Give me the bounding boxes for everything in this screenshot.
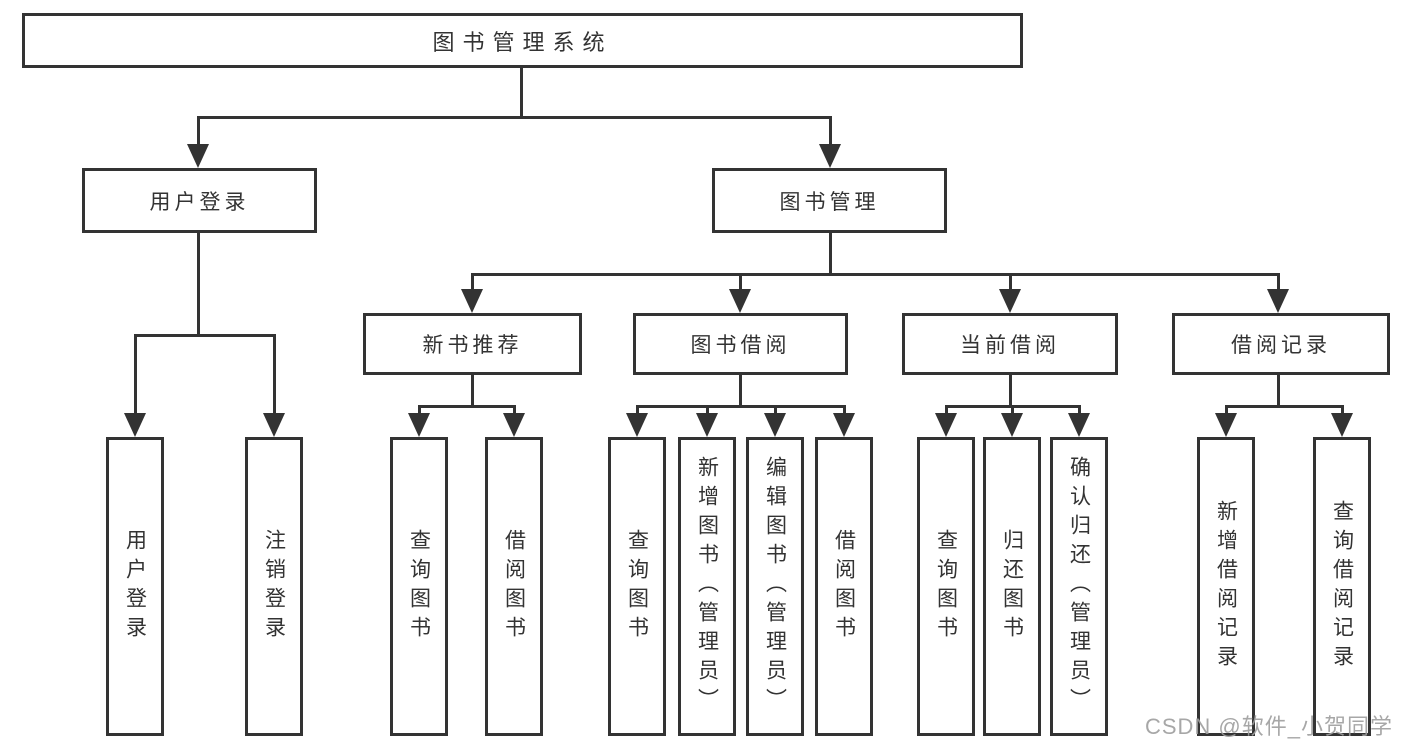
node-user-login: 用户登录 bbox=[82, 168, 317, 233]
connector-line bbox=[739, 373, 742, 408]
connector-line bbox=[513, 405, 516, 419]
arrow-down-icon bbox=[503, 413, 525, 437]
arrow-down-icon bbox=[1068, 413, 1090, 437]
arrow-down-icon bbox=[1001, 413, 1023, 437]
arrow-down-icon bbox=[124, 413, 146, 437]
arrow-down-icon bbox=[408, 413, 430, 437]
arrow-down-icon bbox=[263, 413, 285, 437]
connector-line bbox=[1078, 405, 1081, 419]
arrow-down-icon bbox=[1267, 289, 1289, 313]
leaf-borrow-books-recommend: 借阅图书 bbox=[485, 437, 543, 736]
node-borrowing-records: 借阅记录 bbox=[1172, 313, 1390, 375]
connector-line bbox=[197, 231, 200, 337]
connector-line bbox=[520, 67, 523, 119]
watermark: CSDN @软件_小贺同学 bbox=[1144, 714, 1393, 739]
connector-line bbox=[774, 405, 777, 419]
connector-line bbox=[636, 405, 639, 419]
arrow-down-icon bbox=[999, 289, 1021, 313]
connector-line bbox=[1009, 273, 1012, 291]
leaf-return-books: 归还图书 bbox=[983, 437, 1041, 736]
connector-line bbox=[471, 273, 474, 291]
leaf-confirm-return-admin: 确认归还（管理员） bbox=[1050, 437, 1108, 736]
leaf-borrow-books: 借阅图书 bbox=[815, 437, 873, 736]
leaf-query-books-borrow: 查询图书 bbox=[608, 437, 666, 736]
leaf-query-borrow-record: 查询借阅记录 bbox=[1313, 437, 1371, 736]
connector-line bbox=[134, 334, 137, 416]
leaf-logout: 注销登录 bbox=[245, 437, 303, 736]
connector-line bbox=[1011, 405, 1014, 419]
connector-line bbox=[471, 273, 1280, 276]
connector-line bbox=[1341, 405, 1344, 419]
connector-line bbox=[1225, 405, 1228, 419]
connector-line bbox=[636, 405, 845, 408]
connector-line bbox=[739, 273, 742, 291]
arrow-down-icon bbox=[1331, 413, 1353, 437]
connector-line bbox=[829, 116, 832, 148]
connector-line bbox=[1277, 273, 1280, 291]
arrow-down-icon bbox=[819, 144, 841, 168]
node-new-book-recommendation: 新书推荐 bbox=[363, 313, 582, 375]
connector-line bbox=[134, 334, 276, 337]
node-root: 图书管理系统 bbox=[22, 13, 1023, 68]
connector-line bbox=[1225, 405, 1344, 408]
node-book-management: 图书管理 bbox=[712, 168, 947, 233]
leaf-user-login: 用户登录 bbox=[106, 437, 164, 736]
leaf-add-borrow-record: 新增借阅记录 bbox=[1197, 437, 1255, 736]
node-book-borrowing: 图书借阅 bbox=[633, 313, 848, 375]
connector-line bbox=[945, 405, 948, 419]
arrow-down-icon bbox=[696, 413, 718, 437]
arrow-down-icon bbox=[935, 413, 957, 437]
leaf-query-books-current: 查询图书 bbox=[917, 437, 975, 736]
arrow-down-icon bbox=[764, 413, 786, 437]
arrow-down-icon bbox=[1215, 413, 1237, 437]
arrow-down-icon bbox=[833, 413, 855, 437]
leaf-query-books-recommend: 查询图书 bbox=[390, 437, 448, 736]
connector-line bbox=[418, 405, 421, 419]
leaf-edit-books-admin: 编辑图书（管理员） bbox=[746, 437, 804, 736]
connector-line bbox=[197, 116, 832, 119]
connector-line bbox=[418, 405, 516, 408]
connector-line bbox=[197, 116, 200, 148]
arrow-down-icon bbox=[626, 413, 648, 437]
leaf-add-books-admin: 新增图书（管理员） bbox=[678, 437, 736, 736]
arrow-down-icon bbox=[461, 289, 483, 313]
connector-line bbox=[1009, 373, 1012, 408]
node-current-borrowing: 当前借阅 bbox=[902, 313, 1118, 375]
connector-line bbox=[843, 405, 846, 419]
arrow-down-icon bbox=[187, 144, 209, 168]
connector-line bbox=[706, 405, 709, 419]
connector-line bbox=[471, 373, 474, 408]
connector-line bbox=[829, 231, 832, 276]
connector-line bbox=[1277, 373, 1280, 408]
arrow-down-icon bbox=[729, 289, 751, 313]
connector-line bbox=[273, 334, 276, 416]
